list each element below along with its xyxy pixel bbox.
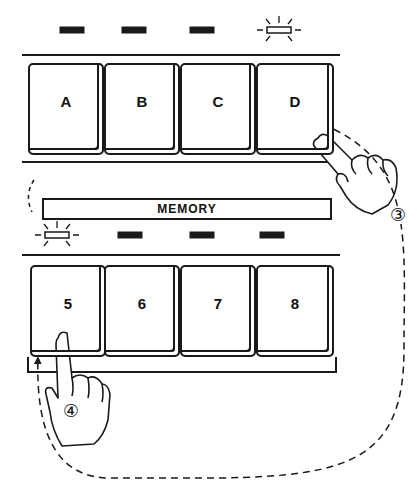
key-button: 6 — [104, 265, 180, 357]
key-button: 7 — [180, 265, 256, 357]
key-button: B — [104, 63, 180, 155]
key-label: B — [106, 93, 178, 110]
key-button: C — [180, 63, 256, 155]
memory-band: MEMORY — [42, 198, 332, 220]
dashed-arrow — [38, 129, 405, 478]
key-label: A — [30, 93, 102, 110]
band-label: MEMORY — [151, 202, 223, 216]
key-button: A — [28, 63, 104, 155]
hand-4 — [46, 332, 110, 446]
key-button: 8 — [256, 265, 334, 357]
key-label: 6 — [106, 295, 178, 312]
key-button: 5 — [30, 265, 106, 357]
key-label: 7 — [182, 295, 254, 312]
panel-lines — [22, 55, 340, 372]
key-button: D — [256, 63, 334, 155]
key-label: 5 — [32, 295, 104, 312]
key-label: 8 — [258, 295, 332, 312]
key-label: D — [258, 93, 332, 110]
callout-number: ③ — [390, 206, 406, 224]
callout-number: ④ — [63, 402, 79, 420]
key-label: C — [182, 93, 254, 110]
dash-mark — [28, 180, 34, 212]
